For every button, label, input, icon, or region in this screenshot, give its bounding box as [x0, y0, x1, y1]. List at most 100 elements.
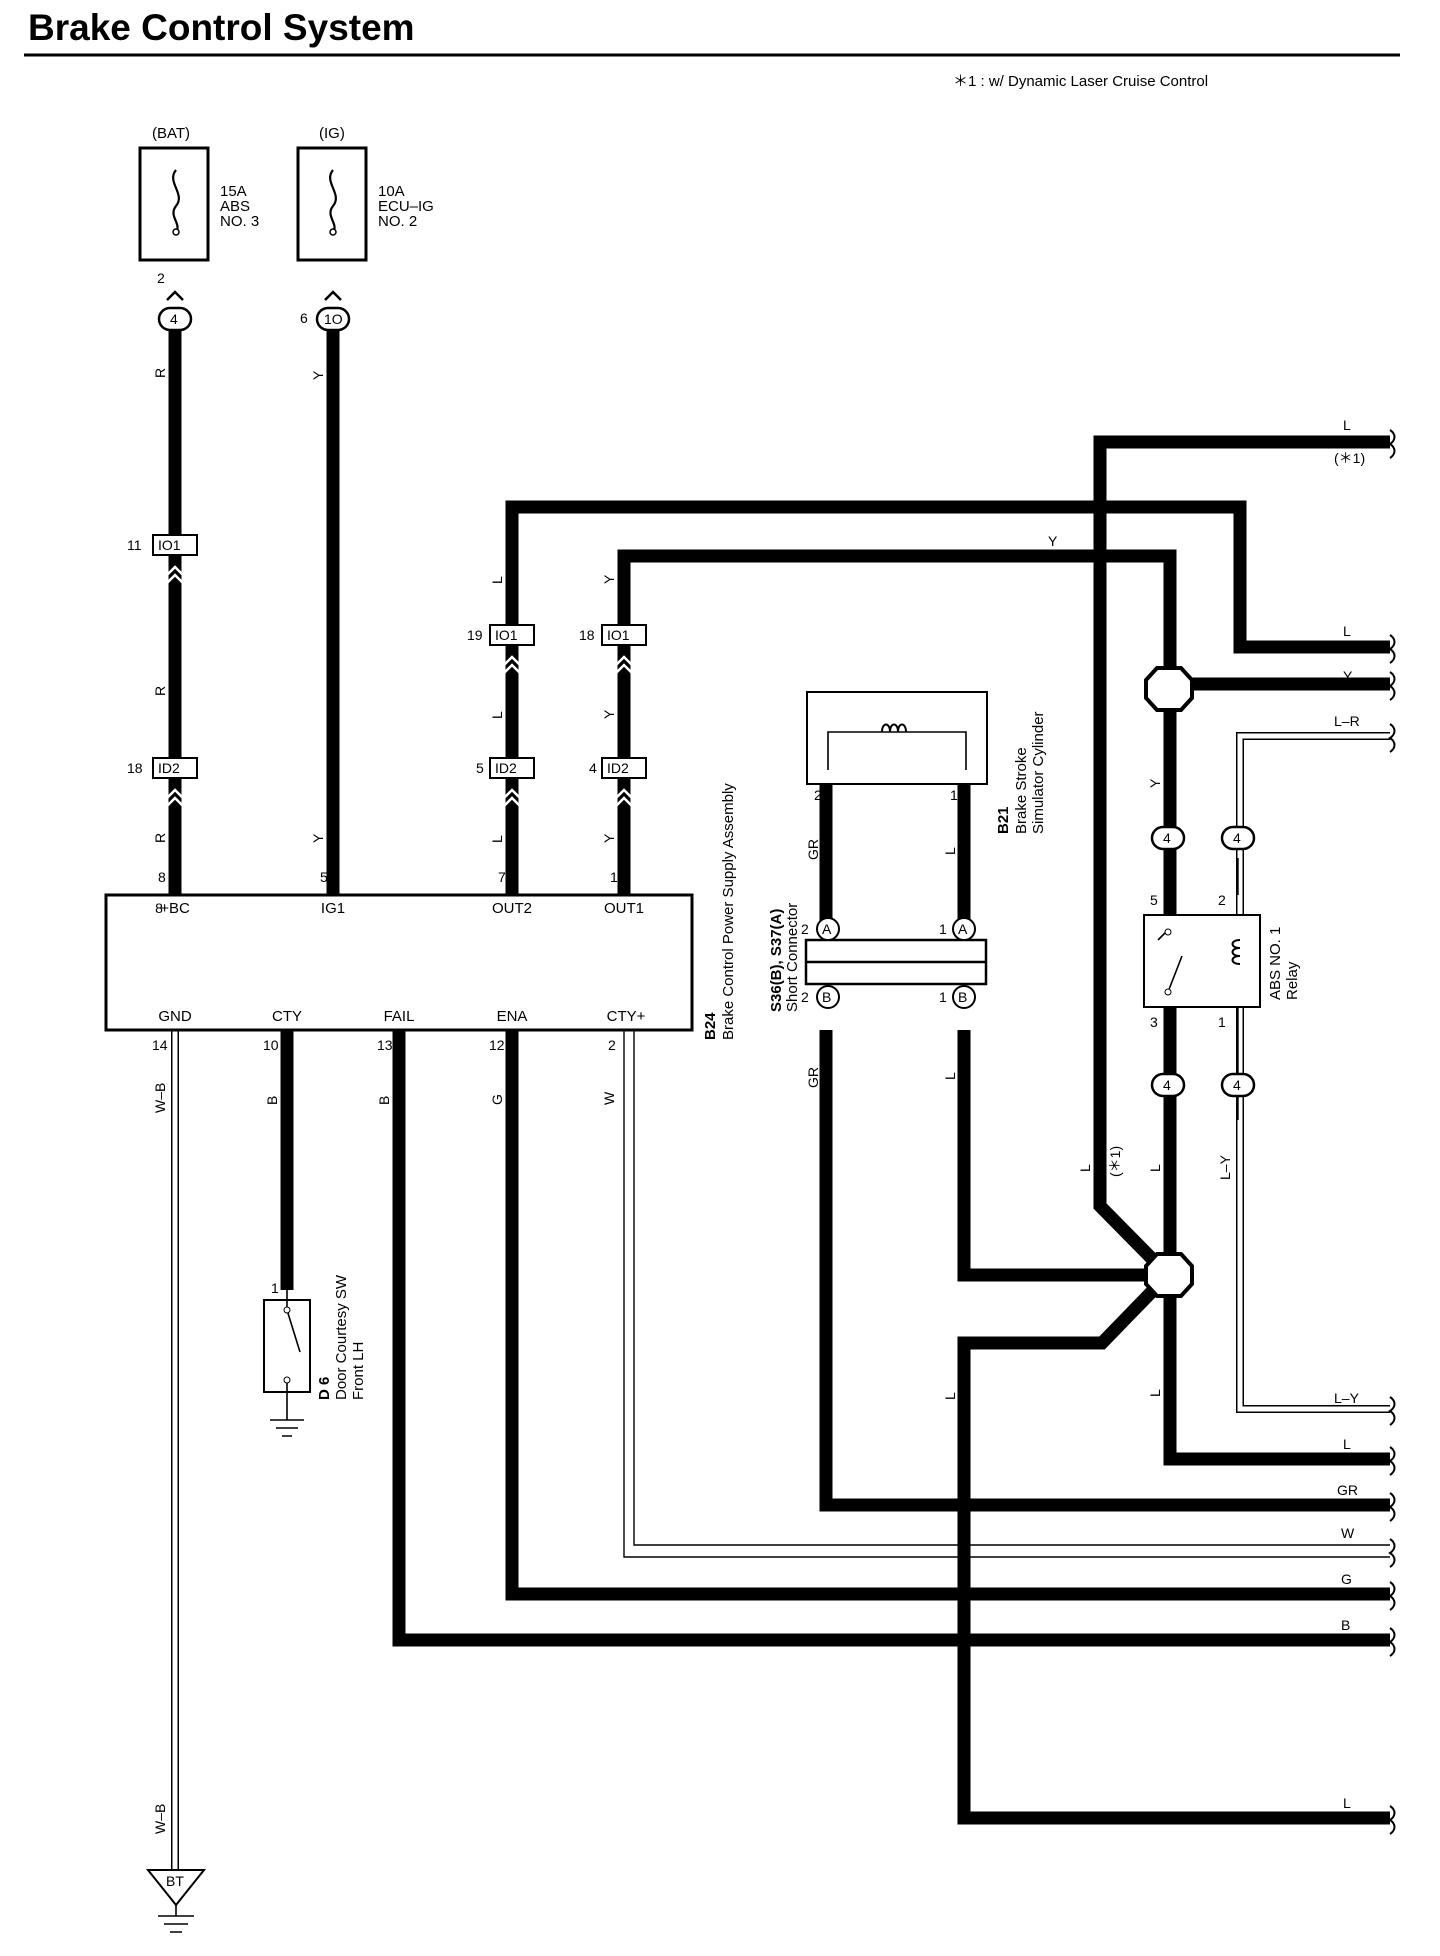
connector-id2-left: ID2 18	[127, 757, 198, 779]
footnote: ＊1 : w/ Dynamic Laser Cruise Control	[953, 73, 1208, 90]
svg-text:2: 2	[801, 989, 809, 1005]
svg-text:4: 4	[589, 760, 597, 776]
svg-text:4: 4	[170, 311, 178, 327]
svg-text:Y: Y	[601, 833, 617, 843]
svg-text:1: 1	[1218, 1014, 1226, 1030]
svg-text:19: 19	[467, 627, 483, 643]
svg-text:B21: B21	[995, 806, 1012, 834]
svg-text:(＊1): (＊1)	[1334, 450, 1365, 466]
svg-text:L: L	[1343, 1436, 1351, 1452]
svg-text:Y: Y	[601, 574, 617, 584]
svg-text:1O: 1O	[324, 311, 343, 327]
svg-text:5: 5	[476, 760, 484, 776]
svg-text:L: L	[942, 1392, 958, 1400]
connector-io1-right: IO1 18	[579, 624, 647, 646]
svg-text:B: B	[958, 989, 967, 1005]
svg-text:1: 1	[271, 1280, 279, 1296]
svg-text:L: L	[1147, 1164, 1163, 1172]
svg-text:L: L	[1077, 1164, 1093, 1172]
svg-text:Relay: Relay	[1284, 961, 1301, 1000]
svg-text:IG1: IG1	[321, 900, 345, 917]
svg-text:1: 1	[939, 989, 947, 1005]
short-connector: A A B B 2 1 2 1 S36(B), S37(A) Short Con…	[768, 903, 988, 1012]
brake-stroke-simulator: 2 1 B21 Brake Stroke Simulator Cylinder	[806, 691, 1047, 834]
svg-text:(＊1): (＊1)	[1107, 1146, 1123, 1177]
svg-text:Y: Y	[601, 709, 617, 719]
svg-text:6: 6	[300, 310, 308, 326]
svg-text:OUT2: OUT2	[492, 900, 532, 917]
svg-text:11: 11	[127, 537, 142, 553]
svg-text:L: L	[1343, 1795, 1351, 1811]
svg-text:2: 2	[157, 270, 165, 286]
svg-text:2: 2	[814, 787, 822, 803]
svg-text:Door Courtesy SW: Door Courtesy SW	[333, 1274, 350, 1400]
svg-text:CTY+: CTY+	[607, 1008, 646, 1025]
wires-double	[171, 732, 1390, 1875]
svg-text:ID2: ID2	[607, 760, 629, 776]
svg-text:IO1: IO1	[495, 627, 518, 643]
svg-text:5: 5	[320, 869, 328, 885]
svg-text:L: L	[942, 1072, 958, 1080]
svg-text:L–R: L–R	[1334, 713, 1360, 729]
svg-text:(IG): (IG)	[319, 125, 345, 142]
svg-text:10: 10	[263, 1037, 279, 1053]
svg-text:A: A	[958, 921, 968, 937]
svg-text:18: 18	[127, 760, 143, 776]
svg-text:GR: GR	[805, 1067, 821, 1088]
svg-text:L: L	[489, 576, 505, 584]
svg-text:L–Y: L–Y	[1334, 1390, 1360, 1406]
svg-text:4: 4	[1233, 1077, 1241, 1093]
svg-text:Brake Stroke: Brake Stroke	[1013, 747, 1030, 834]
svg-text:GR: GR	[1337, 1482, 1358, 1498]
right-edge-labels: L (＊1) L Y L–R L–Y L GR W G B L	[1334, 417, 1365, 1811]
svg-text:W–B: W–B	[152, 1804, 168, 1834]
svg-text:B: B	[822, 989, 831, 1005]
svg-text:ABS NO. 1: ABS NO. 1	[1267, 927, 1284, 1000]
svg-text:B: B	[264, 1096, 280, 1105]
svg-text:IO1: IO1	[158, 537, 181, 553]
svg-text:BT: BT	[166, 1873, 184, 1889]
svg-text:GR: GR	[805, 839, 821, 860]
svg-text:L–Y: L–Y	[1217, 1154, 1233, 1180]
svg-text:L: L	[489, 835, 505, 843]
svg-text:L: L	[1147, 1389, 1163, 1397]
svg-text:CTY: CTY	[272, 1008, 302, 1025]
connector-id2-right: ID2 4	[589, 757, 647, 779]
conn-oval-4: 4	[157, 306, 193, 332]
svg-text:3: 3	[1150, 1014, 1158, 1030]
svg-text:R: R	[152, 368, 168, 378]
svg-text:W: W	[1341, 1525, 1355, 1541]
pin-8: 8	[158, 869, 166, 885]
svg-text:Y: Y	[1048, 533, 1058, 549]
conn-oval-1o: 1O	[315, 306, 351, 332]
svg-text:2: 2	[608, 1037, 616, 1053]
svg-text:L: L	[489, 711, 505, 719]
svg-text:(BAT): (BAT)	[152, 125, 190, 142]
svg-text:Brake Control Power Supply Ass: Brake Control Power Supply Assembly	[720, 783, 737, 1040]
svg-text:2: 2	[801, 921, 809, 937]
svg-text:Y: Y	[310, 370, 326, 380]
svg-text:NO. 2: NO. 2	[378, 213, 417, 230]
svg-text:ID2: ID2	[158, 760, 180, 776]
svg-text:FAIL: FAIL	[384, 1008, 415, 1025]
svg-text:ECU–IG: ECU–IG	[378, 198, 434, 215]
svg-text:G: G	[1341, 1571, 1352, 1587]
svg-text:B: B	[376, 1096, 392, 1105]
svg-text:18: 18	[579, 627, 595, 643]
svg-text:15A: 15A	[220, 183, 247, 200]
svg-text:Y: Y	[1343, 668, 1353, 684]
svg-text:GND: GND	[158, 1008, 192, 1025]
svg-text:1: 1	[939, 921, 947, 937]
svg-text:Short Connector: Short Connector	[784, 903, 801, 1012]
svg-text:W: W	[601, 1091, 617, 1105]
svg-text:4: 4	[1163, 830, 1171, 846]
svg-text:S36(B), S37(A): S36(B), S37(A)	[768, 909, 785, 1012]
svg-text:ID2: ID2	[495, 760, 517, 776]
splice-upper	[1144, 666, 1194, 712]
svg-text:L: L	[942, 847, 958, 855]
svg-text:1: 1	[950, 787, 958, 803]
ground-bt: BT	[145, 1869, 207, 1933]
fuse-abs-no3: (BAT) 15A ABS NO. 3 2	[138, 125, 259, 286]
svg-text:ENA: ENA	[497, 1008, 528, 1025]
svg-text:7: 7	[498, 869, 506, 885]
